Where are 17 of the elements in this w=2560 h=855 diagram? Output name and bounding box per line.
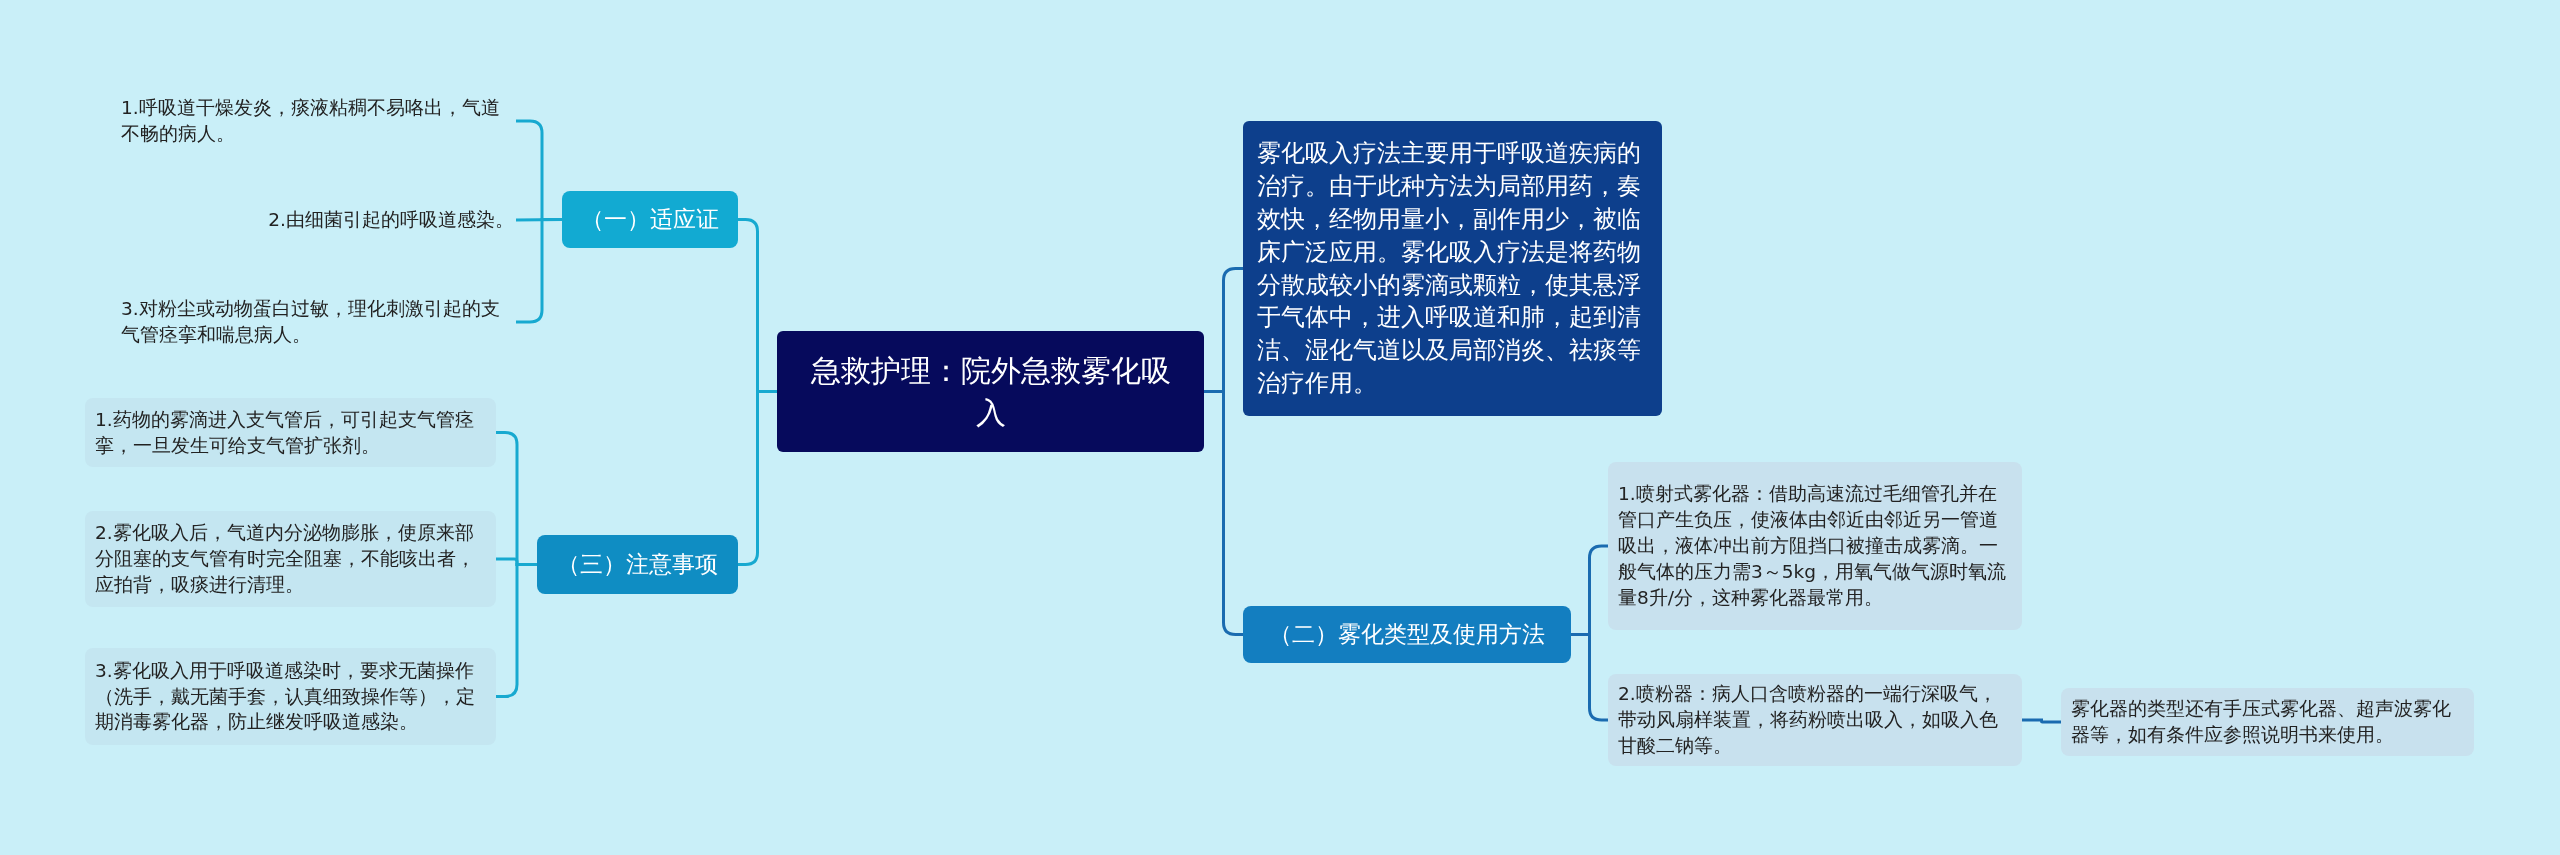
leaf-text: 3.对粉尘或动物蛋白过敏，理化刺激引起的支气管痉挛和喘息病人。: [119, 291, 516, 353]
branch-box: （二）雾化类型及使用方法: [1243, 606, 1571, 663]
leaf-text: 2.由细菌引起的呼吸道感染。: [119, 202, 516, 238]
description-box: 雾化吸入疗法主要用于呼吸道疾病的治疗。由于此种方法为局部用药，奏效快，经物用量小，副作用少，被临床广泛应用。雾化吸入疗法是将药物分散成较小的雾滴或颗粒，使其悬浮于气体中，进入呼吸道和肺，起到清洁、湿化气道以及局部消炎、祛痰等治疗作用。: [1243, 121, 1662, 416]
leaf-box: 1.喷射式雾化器：借助高速流过毛细管孔并在管口产生负压，使液体由邻近由邻近另一管道吸出，液体冲出前方阻挡口被撞击成雾滴。一般气体的压力需3～5kg，用氧气做气源时氧流量8升/分，这种雾化器最常用。: [1608, 462, 2022, 630]
leaf-box: 3.雾化吸入用于呼吸道感染时，要求无菌操作（洗手，戴无菌手套，认真细致操作等），定期消毒雾化器，防止继发呼吸道感染。: [85, 648, 496, 745]
branch-box: （三）注意事项: [537, 535, 738, 594]
leaf-box: 1.药物的雾滴进入支气管后，可引起支气管痉挛，一旦发生可给支气管扩张剂。: [85, 398, 496, 467]
leaf-box: 2.雾化吸入后，气道内分泌物膨胀，使原来部分阻塞的支气管有时完全阻塞，不能咳出者，应拍背，吸痰进行清理。: [85, 511, 496, 607]
connector-line: [2022, 718, 2061, 724]
connector-line: [1571, 633, 1608, 722]
leaf-box: 雾化器的类型还有手压式雾化器、超声波雾化器等，如有条件应参照说明书来使用。: [2061, 688, 2474, 756]
connector-line: [1204, 390, 1243, 636]
leaf-text: 1.呼吸道干燥发炎，痰液粘稠不易咯出，气道不畅的病人。: [119, 90, 516, 152]
central-topic-box: 急救护理：院外急救雾化吸入: [777, 331, 1204, 452]
leaf-box: 2.喷粉器：病人口含喷粉器的一端行深吸气，带动风扇样装置，将药粉喷出吸入，如吸入色甘酸二钠等。: [1608, 674, 2022, 766]
branch-box: （一）适应证: [562, 191, 738, 248]
